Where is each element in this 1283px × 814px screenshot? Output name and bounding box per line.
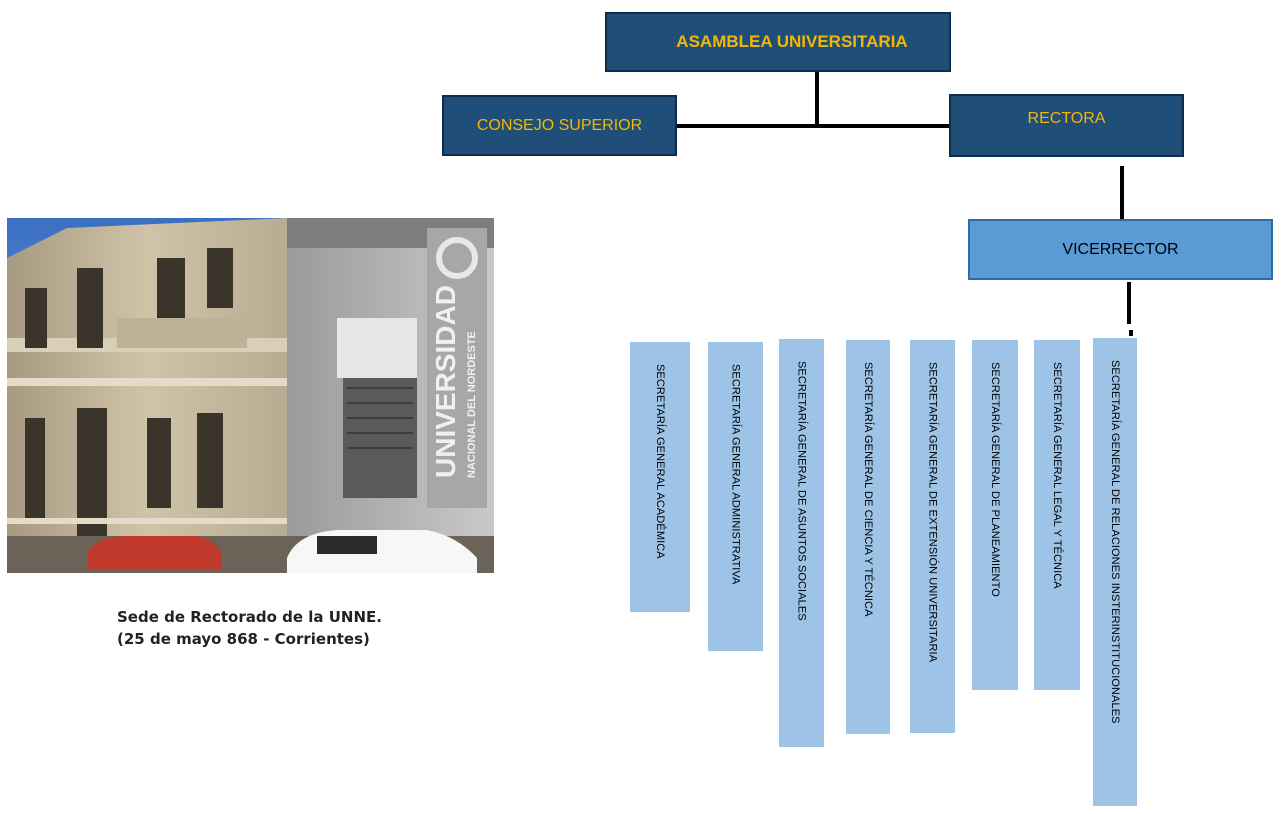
- secretaria-label: SECRETARÍA GENERAL DE EXTENSIÓN UNIVERSI…: [926, 362, 939, 663]
- connector-vicerrector-down: [1127, 282, 1131, 324]
- secretaria-box: SECRETARÍA GENERAL DE CIENCIA Y TÉCNICA: [846, 340, 890, 734]
- secretaria-box: SECRETARÍA GENERAL ACADÉMICA: [630, 342, 690, 612]
- vicerrector-box: VICERRECTOR: [968, 219, 1273, 280]
- sign-universidad: UNIVERSIDAD: [430, 285, 461, 478]
- secretaria-box: SECRETARÍA GENERAL DE ASUNTOS SOCIALES: [779, 339, 824, 747]
- secretaria-box: SECRETARÍA GENERAL DE PLANEAMIENTO: [972, 340, 1018, 690]
- consejo-superior-box: CONSEJO SUPERIOR: [442, 95, 677, 156]
- secretaria-box: SECRETARÍA GENERAL DE EXTENSIÓN UNIVERSI…: [910, 340, 955, 733]
- secretaria-label: SECRETARÍA GENERAL ACADÉMICA: [654, 364, 666, 559]
- secretaria-label: SECRETARÍA GENERAL DE RELACIONES INSTERI…: [1109, 360, 1121, 724]
- connector-horizontal-top: [677, 124, 949, 128]
- secretaria-label: SECRETARÍA GENERAL DE ASUNTOS SOCIALES: [795, 361, 808, 621]
- caption-line-2: (25 de mayo 868 - Corrientes): [117, 630, 370, 648]
- rectorado-building-photo: UNIVERSIDAD NACIONAL DEL NORDESTE: [7, 218, 494, 573]
- secretaria-box: SECRETARÍA GENERAL LEGAL Y TÉCNICA: [1034, 340, 1080, 690]
- connector-dot: [1129, 330, 1133, 336]
- secretaria-label: SECRETARÍA GENERAL LEGAL Y TÉCNICA: [1051, 362, 1063, 589]
- connector-asamblea-down: [815, 72, 819, 126]
- sign-nordeste: NACIONAL DEL NORDESTE: [466, 331, 478, 478]
- caption-line-1: Sede de Rectorado de la UNNE.: [117, 608, 382, 626]
- rectora-label: RECTORA: [1027, 110, 1106, 127]
- secretaria-label: SECRETARÍA GENERAL DE PLANEAMIENTO: [989, 362, 1001, 597]
- photo-caption: Sede de Rectorado de la UNNE. (25 de may…: [117, 606, 457, 650]
- secretaria-label: SECRETARÍA GENERAL ADMINISTRATIVA: [729, 364, 742, 585]
- rectora-box: RECTORA: [949, 94, 1184, 157]
- asamblea-universitaria-box: ASAMBLEA UNIVERSITARIA: [605, 12, 951, 72]
- connector-rectora-down: [1120, 166, 1124, 222]
- secretaria-label: SECRETARÍA GENERAL DE CIENCIA Y TÉCNICA: [862, 362, 874, 617]
- consejo-label: CONSEJO SUPERIOR: [476, 116, 643, 134]
- secretaria-box: SECRETARÍA GENERAL DE RELACIONES INSTERI…: [1093, 338, 1137, 806]
- vicerrector-label: VICERRECTOR: [1062, 240, 1179, 258]
- secretaria-box: SECRETARÍA GENERAL ADMINISTRATIVA: [708, 342, 763, 651]
- asamblea-label: ASAMBLEA UNIVERSITARIA: [676, 32, 908, 51]
